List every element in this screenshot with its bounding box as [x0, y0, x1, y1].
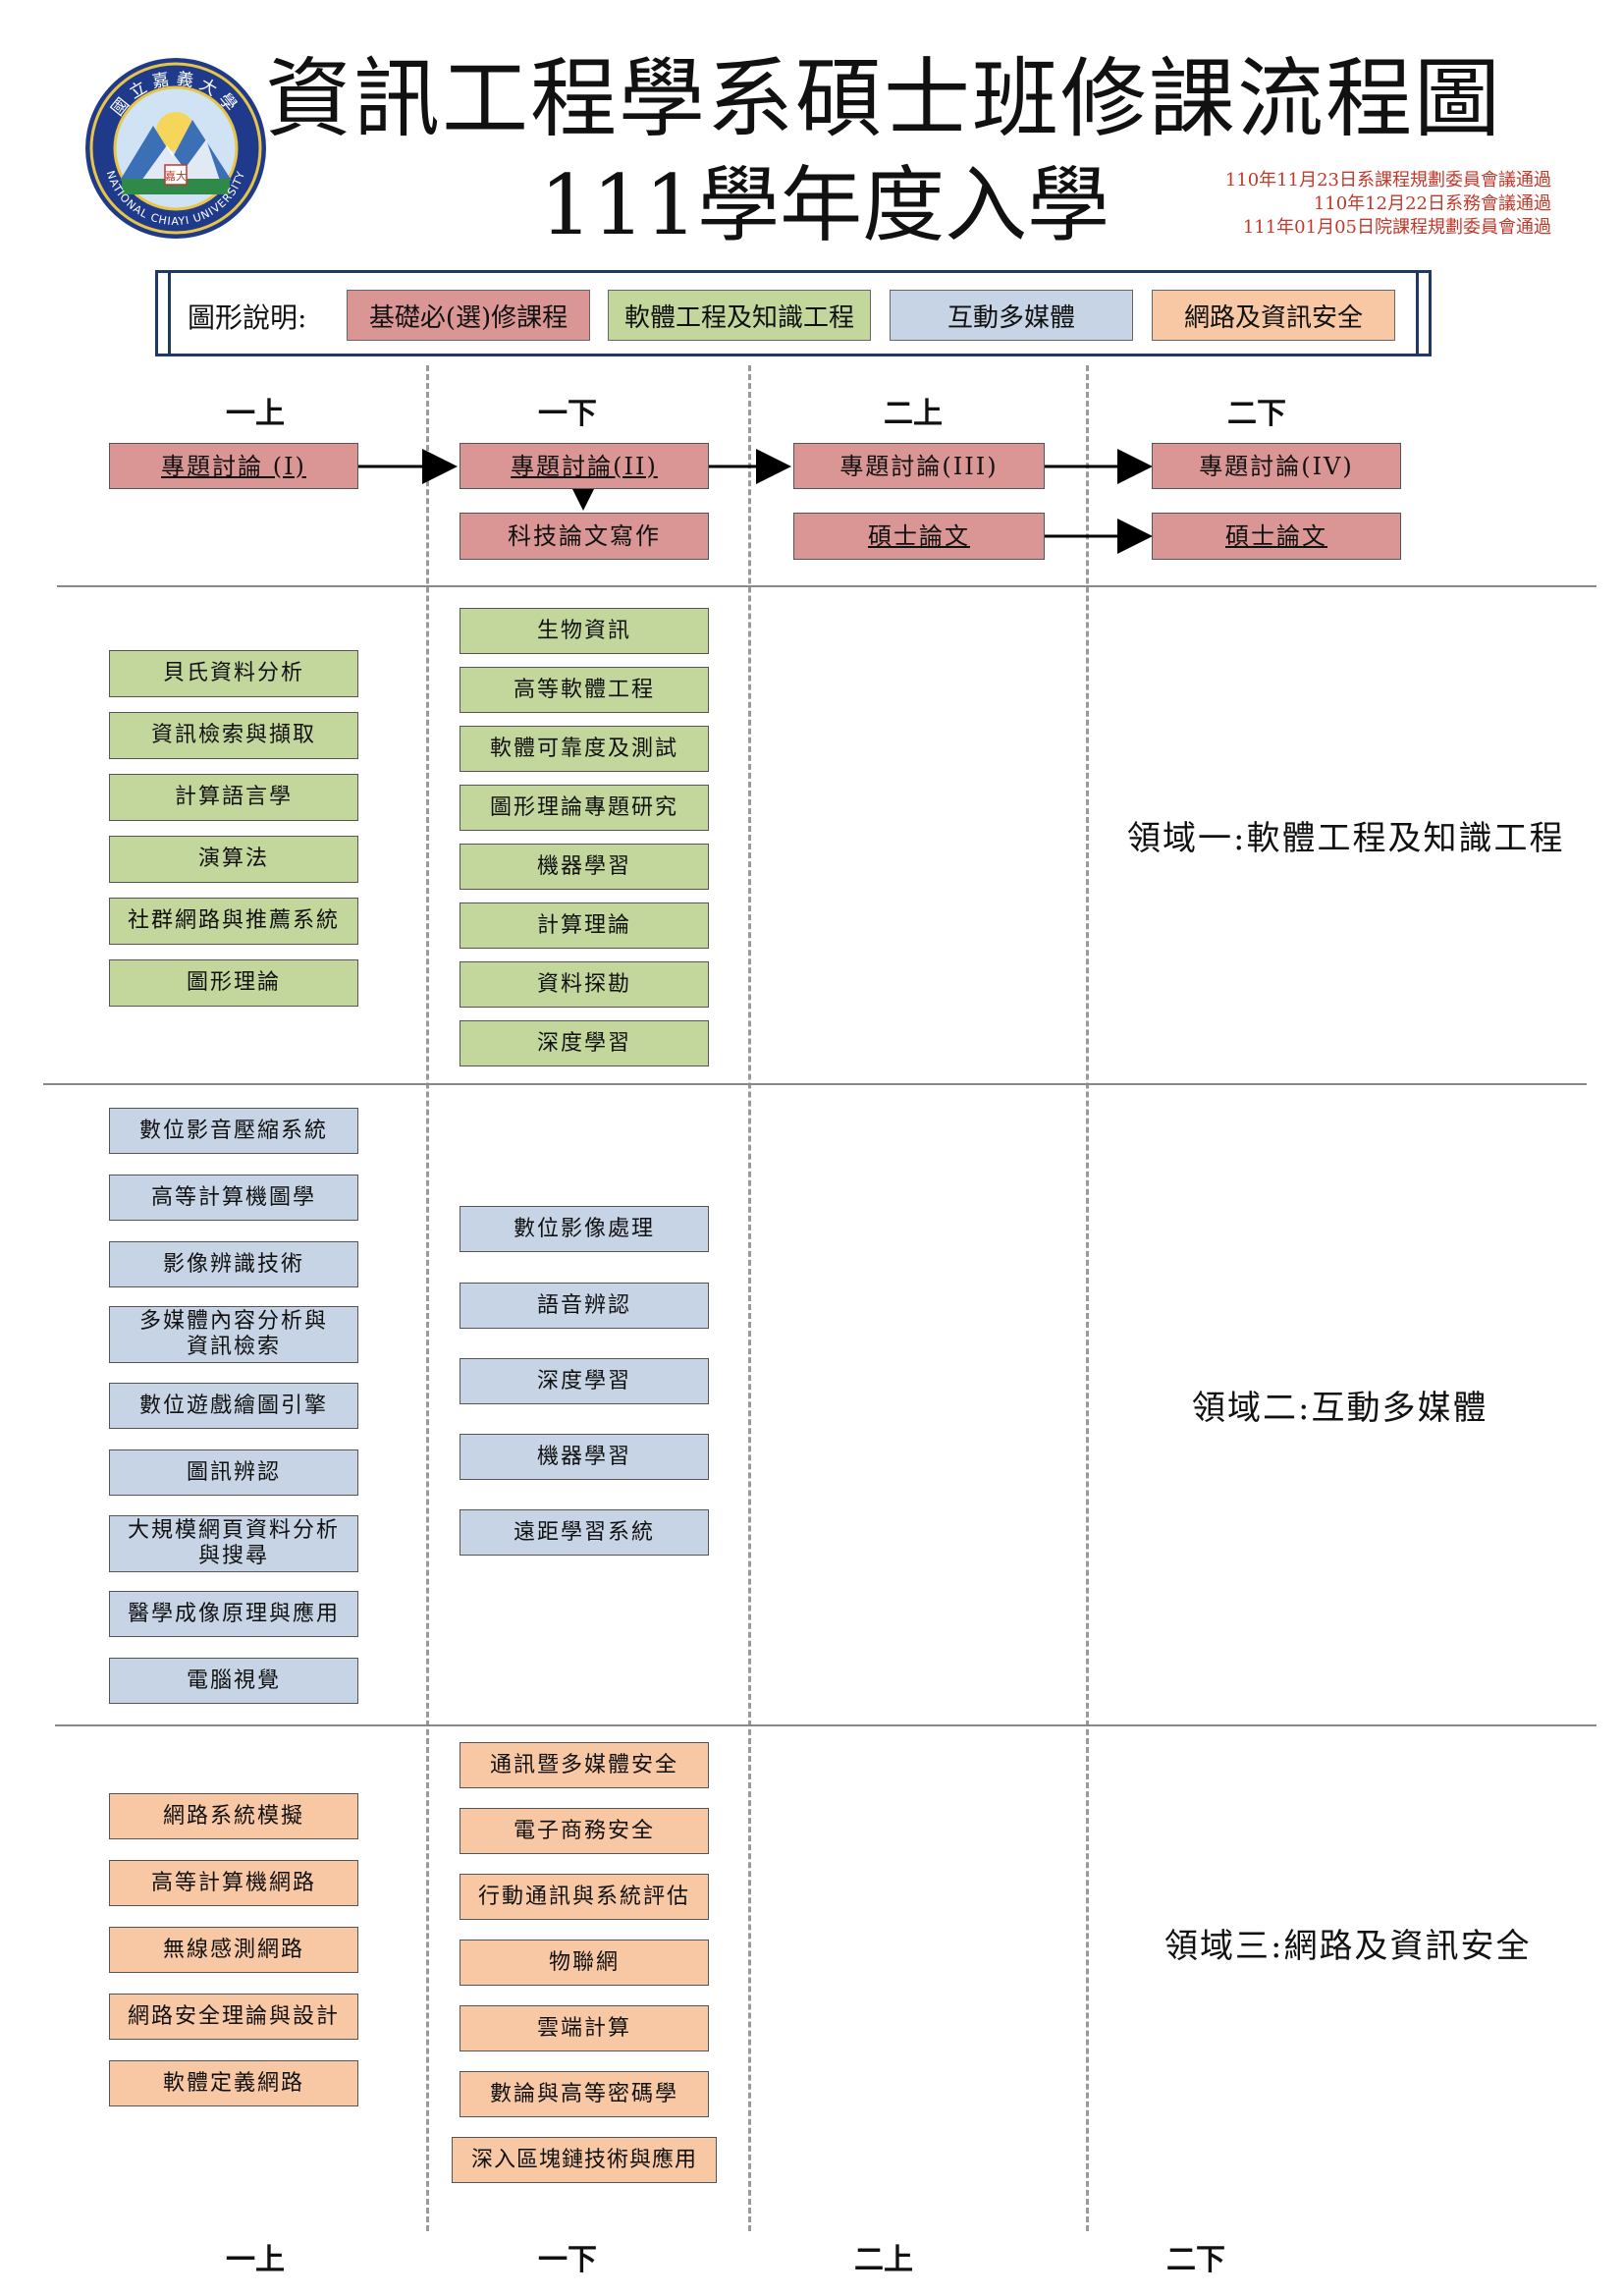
section-divider — [55, 1724, 1596, 1726]
course-name: 碩士論文 — [868, 522, 970, 550]
course-box-domain1: 高等軟體工程 — [460, 667, 709, 713]
course-box-domain2: 數位遊戲繪圖引擎 — [109, 1383, 358, 1429]
course-name: 專題討論(II) — [511, 452, 658, 480]
university-logo: 嘉大 國立嘉義大學 NATIONAL CHIAYI UNIVERSITY — [82, 55, 269, 242]
course-box-required: 專題討論(II) — [460, 443, 709, 489]
course-name: 碩士論文 — [1225, 522, 1327, 550]
course-box-domain1: 計算理論 — [460, 902, 709, 949]
column-footer: 一下 — [538, 2243, 597, 2277]
column-divider — [748, 365, 751, 2231]
legend-label: 圖形說明: — [188, 301, 307, 334]
course-box-domain3: 電子商務安全 — [460, 1808, 709, 1854]
course-box-required: 碩士論文 — [793, 513, 1045, 560]
course-box-domain2: 圖訊辨認 — [109, 1449, 358, 1496]
column-footer: 二下 — [1166, 2243, 1225, 2277]
course-box-domain1: 演算法 — [109, 836, 358, 883]
course-box-domain3: 物聯網 — [460, 1940, 709, 1986]
course-box-domain1: 圖形理論 — [109, 959, 358, 1007]
domain-label: 領域一:軟體工程及知識工程 — [1127, 819, 1565, 858]
course-box-domain2: 遠距學習系統 — [460, 1509, 709, 1556]
course-box-domain2: 語音辨認 — [460, 1283, 709, 1329]
course-box-domain3: 雲端計算 — [460, 2005, 709, 2051]
course-box-domain3: 軟體定義網路 — [109, 2060, 358, 2106]
course-name: 專題討論 (I) — [161, 452, 306, 480]
approval-note: 110年12月22日系務會議通過 — [1313, 193, 1551, 214]
legend-border — [168, 273, 171, 354]
course-box-required: 專題討論(IV) — [1152, 443, 1401, 489]
column-footer: 一上 — [226, 2243, 285, 2277]
course-box-domain2: 高等計算機圖學 — [109, 1175, 358, 1221]
course-box-domain3: 通訊暨多媒體安全 — [460, 1742, 709, 1788]
course-box-domain1: 計算語言學 — [109, 774, 358, 821]
legend-item-software-engineering: 軟體工程及知識工程 — [608, 290, 871, 341]
course-box-domain2: 數位影音壓縮系統 — [109, 1108, 358, 1154]
course-box-domain1: 圖形理論專題研究 — [460, 785, 709, 831]
course-box-domain3: 網路安全理論與設計 — [109, 1994, 358, 2040]
course-box-domain2: 電腦視覺 — [109, 1658, 358, 1704]
column-header: 二上 — [884, 397, 943, 431]
column-header: 二下 — [1227, 397, 1286, 431]
course-name: 專題討論(IV) — [1199, 452, 1354, 480]
approval-notes: 110年11月23日系課程規劃委員會議通過 110年12月22日系務會議通過 1… — [1070, 169, 1551, 240]
page-title: 資訊工程學系碩士班修課流程圖 — [265, 48, 1503, 149]
course-box-required: 科技論文寫作 — [460, 513, 709, 560]
section-divider — [57, 585, 1596, 587]
course-box-domain3: 深入區塊鏈技術與應用 — [452, 2137, 717, 2183]
course-box-domain3: 無線感測網路 — [109, 1927, 358, 1973]
column-header: 一下 — [538, 397, 597, 431]
column-divider — [1086, 365, 1089, 2231]
course-box-domain1: 深度學習 — [460, 1020, 709, 1066]
course-box-required: 碩士論文 — [1152, 513, 1401, 560]
svg-text:嘉大: 嘉大 — [165, 169, 187, 183]
approval-note: 111年01月05日院課程規劃委員會通過 — [1242, 217, 1551, 238]
course-box-domain2: 深度學習 — [460, 1358, 709, 1404]
course-box-domain1: 資訊檢索與擷取 — [109, 712, 358, 759]
domain-label: 領域二:互動多媒體 — [1192, 1389, 1488, 1428]
column-divider — [426, 365, 429, 2231]
course-box-domain1: 社群網路與推薦系統 — [109, 898, 358, 945]
course-box-domain2: 影像辨識技術 — [109, 1241, 358, 1287]
column-header: 一上 — [226, 397, 285, 431]
course-box-domain1: 機器學習 — [460, 844, 709, 890]
course-box-domain1: 生物資訊 — [460, 608, 709, 654]
course-box-domain2: 機器學習 — [460, 1434, 709, 1480]
legend-item-network-security: 網路及資訊安全 — [1152, 290, 1395, 341]
legend: 圖形說明: 基礎必(選)修課程 軟體工程及知識工程 互動多媒體 網路及資訊安全 — [155, 270, 1432, 356]
course-box-domain1: 資料探勘 — [460, 961, 709, 1008]
course-box-domain1: 貝氏資料分析 — [109, 650, 358, 697]
course-box-domain2: 醫學成像原理與應用 — [109, 1591, 358, 1637]
course-box-required: 專題討論(III) — [793, 443, 1045, 489]
course-name: 專題討論(III) — [839, 452, 999, 480]
page-subtitle: 111學年度入學 — [539, 157, 1110, 253]
course-box-domain3: 行動通訊與系統評估 — [460, 1874, 709, 1920]
domain-label: 領域三:網路及資訊安全 — [1164, 1927, 1532, 1966]
course-box-domain1: 軟體可靠度及測試 — [460, 726, 709, 772]
course-box-domain2: 大規模網頁資料分析與搜尋 — [109, 1515, 358, 1572]
legend-border — [1416, 273, 1419, 354]
approval-note: 110年11月23日系課程規劃委員會議通過 — [1224, 170, 1551, 191]
course-box-domain3: 網路系統模擬 — [109, 1793, 358, 1839]
course-box-required: 專題討論 (I) — [109, 443, 358, 489]
column-footer: 二上 — [854, 2243, 913, 2277]
course-name: 科技論文寫作 — [508, 522, 661, 550]
course-box-domain2: 多媒體內容分析與資訊檢索 — [109, 1306, 358, 1363]
legend-item-required: 基礎必(選)修課程 — [347, 290, 590, 341]
course-box-domain3: 數論與高等密碼學 — [460, 2071, 709, 2117]
section-divider — [43, 1083, 1587, 1085]
legend-item-multimedia: 互動多媒體 — [890, 290, 1133, 341]
course-box-domain3: 高等計算機網路 — [109, 1860, 358, 1906]
course-box-domain2: 數位影像處理 — [460, 1206, 709, 1252]
